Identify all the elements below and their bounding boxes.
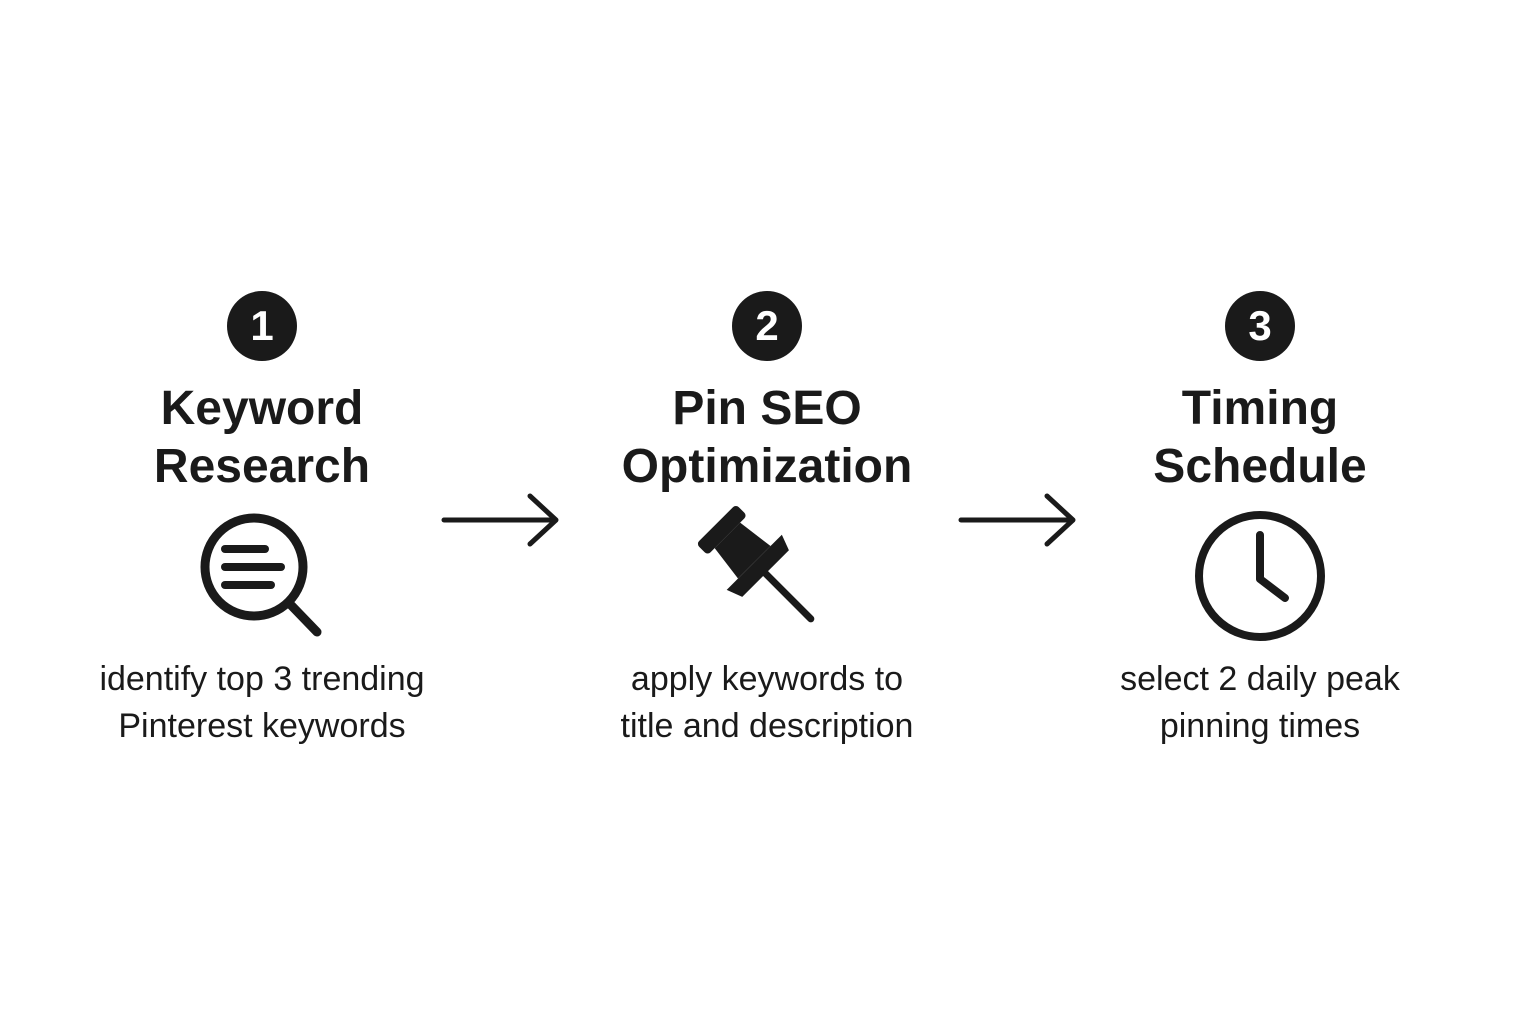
step-number-badge: 2 bbox=[732, 291, 802, 361]
step-pin-seo-optimization: 2 Pin SEO Optimization apply keywords to… bbox=[557, 0, 977, 1024]
arrow-right-icon bbox=[958, 493, 1076, 547]
step-keyword-research: 1 Keyword Research identify top 3 trendi… bbox=[52, 0, 472, 1024]
step-timing-schedule: 3 Timing Schedule select 2 daily peak pi… bbox=[1050, 0, 1470, 1024]
arrow-right-icon bbox=[441, 493, 559, 547]
step-description: select 2 daily peak pinning times bbox=[1120, 660, 1400, 745]
step-number-badge: 1 bbox=[227, 291, 297, 361]
step-description: identify top 3 trending Pinterest keywor… bbox=[99, 660, 425, 745]
magnifier-icon bbox=[200, 513, 322, 637]
clock-icon bbox=[1195, 511, 1325, 641]
pushpin-icon bbox=[697, 505, 815, 623]
step-description: apply keywords to title and description bbox=[620, 660, 914, 745]
step-title: Pin SEO Optimization bbox=[621, 382, 913, 493]
step-title: Timing Schedule bbox=[1153, 382, 1367, 493]
step-title: Keyword Research bbox=[153, 382, 371, 493]
step-number-badge: 3 bbox=[1225, 291, 1295, 361]
